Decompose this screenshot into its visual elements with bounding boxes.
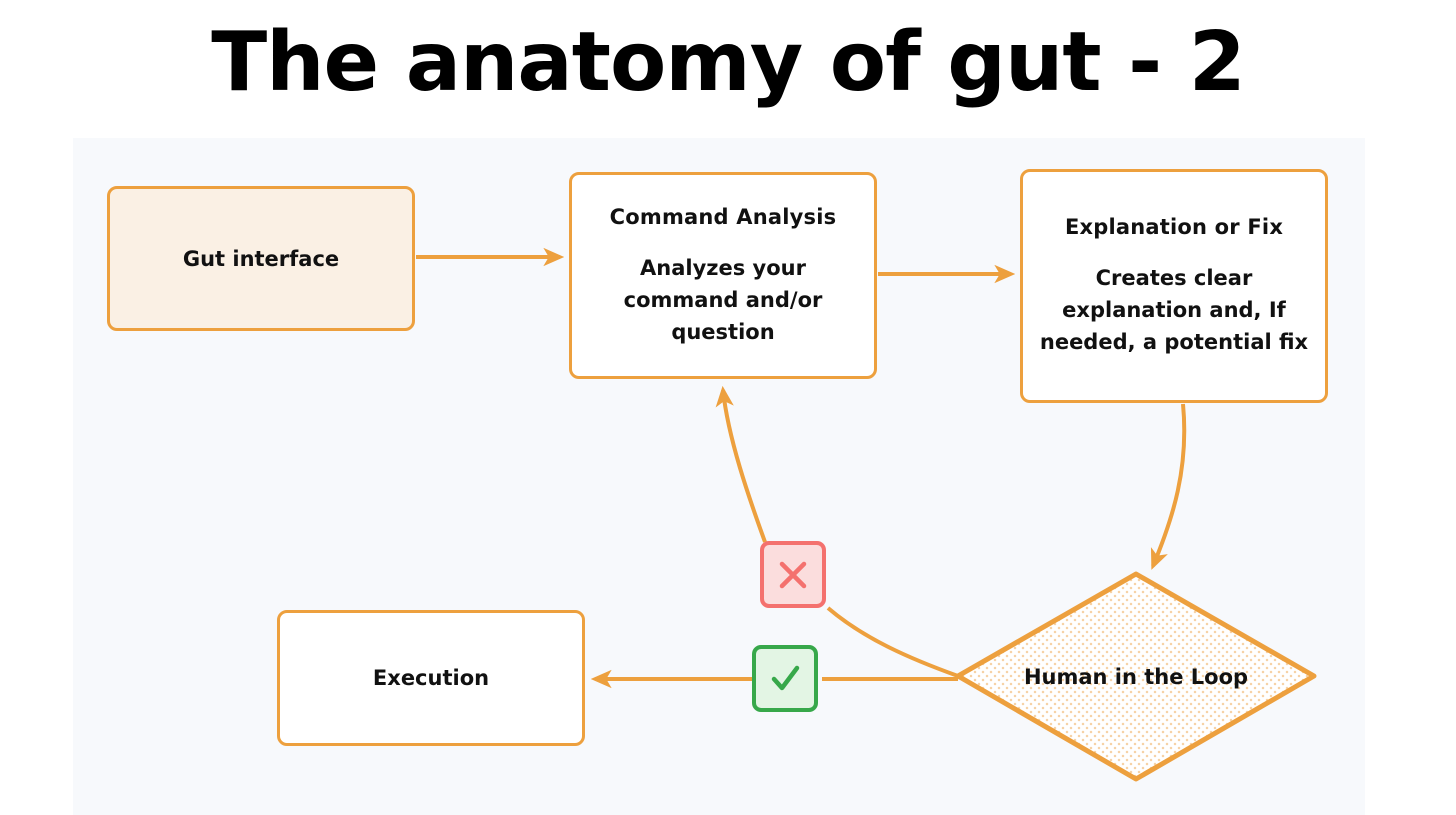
edge-explanation-to-decision <box>1150 403 1187 570</box>
node-command-analysis[interactable]: Command Analysis Analyzes your command a… <box>569 172 877 379</box>
cross-icon <box>779 561 807 588</box>
node-command-analysis-body: Analyzes your command and/or question <box>623 255 823 344</box>
node-execution-title: Execution <box>372 666 490 690</box>
node-human-in-the-loop-title: Human in the Loop <box>1023 664 1249 689</box>
node-explanation-or-fix-title: Explanation or Fix <box>1064 215 1284 239</box>
check-icon <box>771 665 800 690</box>
node-command-analysis-title: Command Analysis <box>609 204 837 229</box>
node-explanation-or-fix-body: Creates clear explanation and, If needed… <box>1039 266 1309 354</box>
node-execution[interactable]: Execution <box>277 610 585 746</box>
edge-decision-to-analysis-reject <box>826 606 959 678</box>
accept-badge[interactable] <box>752 645 818 712</box>
diagram-canvas: Gut interface Command Analysis Analyzes … <box>73 138 1365 815</box>
reject-badge[interactable] <box>760 541 826 608</box>
node-gut-interface[interactable]: Gut interface <box>107 186 415 331</box>
page-title: The anatomy of gut - 2 <box>211 15 1246 110</box>
edge-reject-to-analysis <box>715 385 767 543</box>
node-explanation-or-fix[interactable]: Explanation or Fix Creates clear explana… <box>1020 169 1328 403</box>
node-gut-interface-title: Gut interface <box>182 246 340 271</box>
node-human-in-the-loop[interactable]: Human in the Loop <box>958 574 1314 779</box>
